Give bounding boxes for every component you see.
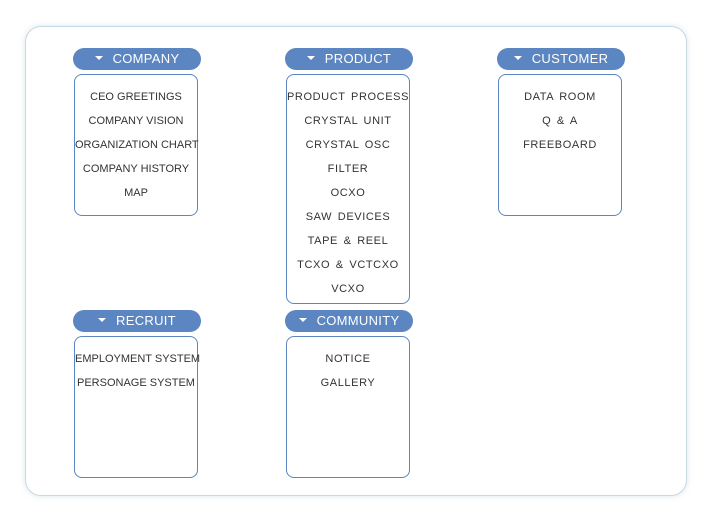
section-community-list: NOTICE GALLERY <box>286 336 410 478</box>
section-recruit-title: RECRUIT <box>116 313 176 328</box>
menu-item-vcxo[interactable]: VCXO <box>331 283 365 295</box>
triangle-down-icon <box>298 317 307 322</box>
section-customer-title: CUSTOMER <box>531 51 609 66</box>
section-product-title: PRODUCT <box>324 51 392 66</box>
menu-item-map[interactable]: MAP <box>124 187 148 199</box>
menu-item-crystal-unit[interactable]: CRYSTAL UNIT <box>304 115 392 127</box>
section-company-header[interactable]: COMPANY <box>73 48 201 70</box>
triangle-down-icon <box>98 317 107 322</box>
menu-item-ceo-greetings[interactable]: CEO GREETINGS <box>90 91 182 103</box>
menu-item-employment-system[interactable]: EMPLOYMENT SYSTEM <box>75 353 201 365</box>
menu-item-crystal-osc[interactable]: CRYSTAL OSC <box>305 139 391 151</box>
menu-item-gallery[interactable]: GALLERY <box>320 377 376 389</box>
section-company-list: CEO GREETINGS COMPANY VISION ORGANIZATIO… <box>74 74 199 216</box>
section-customer-header[interactable]: CUSTOMER <box>497 48 625 70</box>
section-community-title: COMMUNITY <box>316 313 400 328</box>
menu-item-q-and-a[interactable]: Q & A <box>542 115 578 127</box>
menu-item-notice[interactable]: NOTICE <box>325 353 371 365</box>
sitemap-panel: COMPANY CEO GREETINGS COMPANY VISION ORG… <box>25 26 687 496</box>
menu-item-freeboard[interactable]: FREEBOARD <box>523 139 597 151</box>
section-recruit-header[interactable]: RECRUIT <box>73 310 201 332</box>
section-recruit-list: EMPLOYMENT SYSTEM PERSONAGE SYSTEM <box>74 336 201 478</box>
menu-item-tape-and-reel[interactable]: TAPE & REEL <box>307 235 389 247</box>
menu-item-product-process[interactable]: PRODUCT PROCESS <box>287 91 410 103</box>
menu-item-filter[interactable]: FILTER <box>327 163 369 175</box>
menu-item-personage-system[interactable]: PERSONAGE SYSTEM <box>77 377 195 389</box>
menu-item-organization-chart[interactable]: ORGANIZATION CHART <box>75 139 199 151</box>
section-customer-list: DATA ROOM Q & A FREEBOARD <box>498 74 622 216</box>
menu-item-ocxo[interactable]: OCXO <box>330 187 366 199</box>
triangle-down-icon <box>513 55 522 60</box>
triangle-down-icon <box>306 55 315 60</box>
triangle-down-icon <box>94 55 103 60</box>
menu-item-company-history[interactable]: COMPANY HISTORY <box>82 163 190 175</box>
section-community-header[interactable]: COMMUNITY <box>285 310 413 332</box>
menu-item-company-vision[interactable]: COMPANY VISION <box>88 115 184 127</box>
section-product-list: PRODUCT PROCESS CRYSTAL UNIT CRYSTAL OSC… <box>286 74 410 304</box>
menu-item-saw-devices[interactable]: SAW DEVICES <box>305 211 391 223</box>
menu-item-tcxo-vctcxo[interactable]: TCXO & VCTCXO <box>297 259 399 271</box>
section-product-header[interactable]: PRODUCT <box>285 48 413 70</box>
menu-item-data-room[interactable]: DATA ROOM <box>524 91 596 103</box>
section-company-title: COMPANY <box>112 51 180 66</box>
